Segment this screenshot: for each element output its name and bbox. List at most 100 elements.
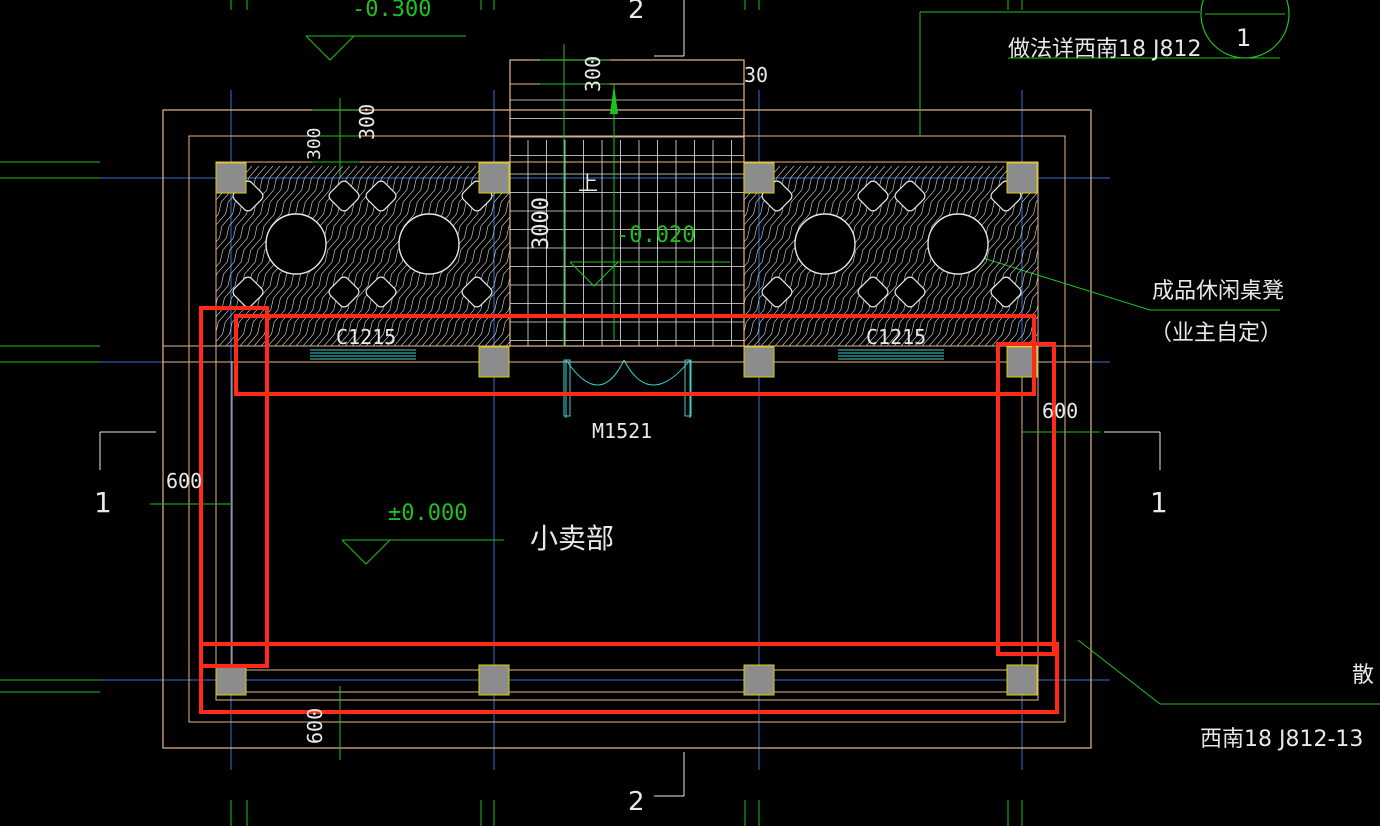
hatch-stroke (614, 166, 717, 346)
hatch-stroke (1118, 166, 1221, 346)
hatch-stroke (590, 166, 693, 346)
hatch-stroke (593, 166, 696, 346)
chair (857, 276, 889, 308)
hatch-stroke (1041, 166, 1144, 346)
hatch-stroke (625, 166, 728, 346)
hatch-stroke (477, 291, 510, 346)
hatch-stroke (216, 165, 288, 293)
hatch-stroke (1104, 166, 1207, 346)
hatch-stroke (216, 165, 225, 176)
hatch-stroke (216, 165, 309, 334)
hatch-stroke (79, 166, 182, 346)
elevation-marker-top-triangle (305, 35, 355, 61)
highlight-box (199, 642, 1059, 714)
hatch-stroke (744, 165, 781, 226)
hatch-stroke (872, 165, 977, 346)
hatch-stroke (449, 241, 510, 346)
hatch-stroke (72, 166, 175, 346)
hatch-stroke (621, 166, 724, 346)
chair (328, 276, 360, 308)
hatch-stroke (414, 174, 510, 346)
hatch-stroke (744, 165, 837, 334)
chair (328, 180, 360, 212)
hatch-stroke (1048, 166, 1151, 346)
hatch-stroke (1167, 166, 1270, 346)
hatch-stroke (86, 166, 189, 346)
hatch-stroke (949, 191, 1038, 346)
chair (990, 276, 1022, 308)
hatch-stroke (1188, 166, 1291, 346)
hatch-stroke (344, 165, 449, 346)
table-top (398, 213, 460, 275)
hatch-stroke (520, 166, 623, 346)
hatch-stroke (435, 216, 510, 346)
hatch-stroke (963, 216, 1038, 346)
table-top (265, 213, 327, 275)
hatch-stroke (323, 165, 428, 346)
hatch-stroke (744, 165, 753, 176)
hatch-stroke (1202, 166, 1305, 346)
hatch-stroke (58, 166, 161, 346)
window-code-left: C1215 (336, 325, 396, 349)
dim-left-300b: 300 (304, 127, 325, 160)
hatch-stroke (1146, 166, 1249, 346)
column (743, 162, 775, 194)
hatch-stroke (744, 165, 823, 307)
hatch-stroke (865, 165, 970, 346)
elevation-marker-terrace-triangle (569, 261, 619, 287)
hatch-stroke (970, 224, 1038, 346)
hatch-stroke (484, 302, 510, 346)
detail-number: 1 (1236, 24, 1251, 52)
hatch-stroke (998, 275, 1038, 346)
dim-right-30: 30 (744, 63, 768, 87)
highlight-box (234, 314, 1036, 396)
hatch-stroke (844, 165, 949, 346)
hatch-stroke (463, 266, 510, 346)
chair (894, 276, 926, 308)
hatch-stroke (1097, 166, 1200, 346)
hatch-stroke (618, 166, 721, 346)
apron-outline (162, 109, 1092, 749)
hatch-stroke (635, 166, 738, 346)
markup-layer (199, 306, 1059, 714)
elevation-marker-floor-triangle (341, 539, 391, 565)
hatch-stroke (1055, 166, 1158, 346)
hatch-stroke (421, 191, 510, 346)
furniture-owner: （业主自定） (1150, 321, 1282, 346)
hatch-stroke (744, 165, 774, 218)
dim-step-300: 300 (581, 56, 605, 92)
hatch-stroke (653, 166, 756, 346)
door-swing (565, 359, 691, 418)
hatch-stroke (216, 165, 246, 218)
hatch-stroke (744, 165, 830, 318)
hatch-stroke (51, 166, 154, 346)
hatch-stroke (1181, 166, 1284, 346)
hatch-stroke (1132, 166, 1235, 346)
hatch-stroke (744, 165, 844, 343)
column (1006, 162, 1038, 194)
hatch-stroke (1174, 166, 1277, 346)
hatch-stroke (942, 174, 1038, 346)
apron-reference: 西南18 J812-13 (1200, 727, 1363, 752)
hatch-stroke (1209, 166, 1312, 346)
hatch-stroke (746, 165, 851, 346)
chair (761, 276, 793, 308)
hatch-stroke (858, 165, 963, 346)
dim-left-600: 600 (166, 469, 202, 493)
hatch-stroke (216, 165, 239, 201)
hatch-stroke (491, 316, 510, 346)
hatch-stroke (984, 249, 1038, 346)
hatch-stroke (330, 165, 435, 346)
column (743, 664, 775, 696)
dim-left-300: 300 (355, 104, 379, 140)
section-mark-right: 1 (1150, 486, 1168, 519)
door-jamb (563, 359, 571, 417)
hatch-stroke (44, 166, 147, 346)
hatch-stroke (470, 275, 510, 346)
furniture-note: 成品休闲桌凳 (1152, 279, 1284, 304)
table-top (927, 213, 989, 275)
hatch-stroke (586, 166, 689, 346)
hatch-stroke (604, 166, 707, 346)
hatch-stroke (107, 166, 210, 346)
